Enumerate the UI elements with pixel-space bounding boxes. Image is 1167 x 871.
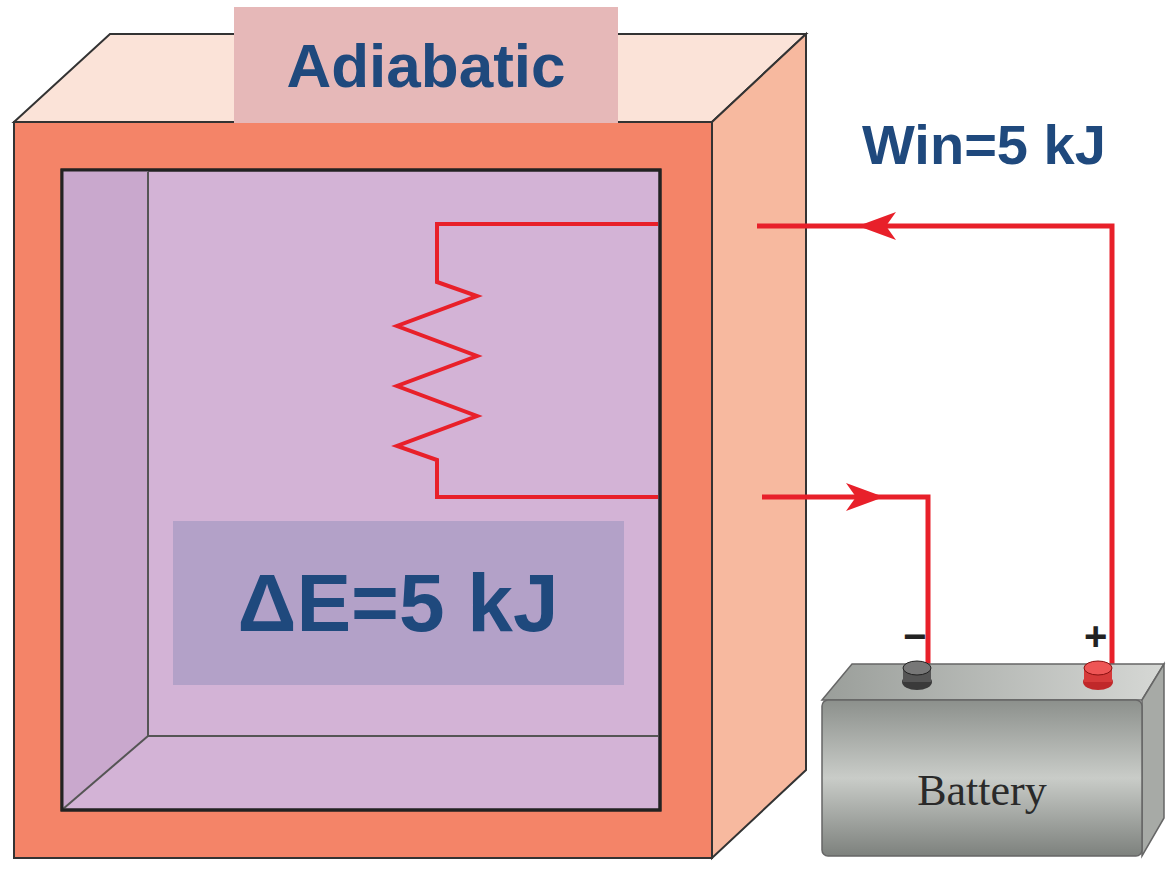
current-arrow <box>858 212 896 240</box>
node-text: Adiabatic <box>286 30 565 101</box>
node-text: Battery <box>917 765 1047 816</box>
battery-terminal <box>903 661 931 675</box>
node-text: ΔE=5 kJ <box>237 556 558 650</box>
wire-positive <box>757 226 1112 676</box>
cavity-outline <box>62 170 660 810</box>
cavity-corner-edge <box>63 736 148 809</box>
box-side-face <box>712 34 806 858</box>
cavity-left-wall <box>62 170 148 810</box>
resistor-symbol <box>397 224 658 497</box>
battery: Battery <box>832 730 1132 850</box>
wire-negative <box>762 497 928 666</box>
terminal-sign: − <box>903 614 926 659</box>
battery-body <box>822 700 1142 856</box>
work-input-label: Win=5 kJ <box>862 112 1106 177</box>
energy-change-box: ΔE=5 kJ <box>173 521 624 685</box>
battery-terminal <box>1084 661 1112 675</box>
title-tab: Adiabatic <box>234 7 618 123</box>
inner-cavity <box>62 170 660 810</box>
terminal-sign: + <box>1084 614 1107 659</box>
battery-top <box>822 664 1164 700</box>
box-front-wall <box>14 122 712 858</box>
cavity-back-edge <box>148 172 658 736</box>
battery-side <box>1142 664 1164 856</box>
current-arrow <box>846 483 884 511</box>
